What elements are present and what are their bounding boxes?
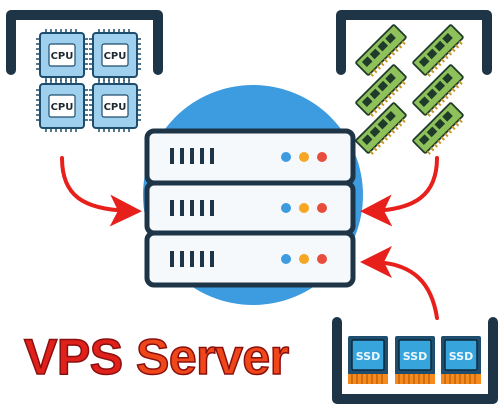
ssd-drive-icon: SSD [348,336,388,384]
cpu-label: CPU [104,51,127,62]
arrow-cpu-to-server [60,156,142,227]
cpu-label: CPU [104,102,127,113]
ram-module-icon [355,102,407,155]
ssd-drive-icon: SSD [441,336,481,384]
ram-module-icon [355,64,407,117]
title-word-server: Server [135,329,290,385]
title-word-vps: VPS [23,329,124,385]
server-unit [144,180,356,236]
arrow-ram-to-server [360,156,439,227]
server-unit [144,128,356,186]
cpu-chip-icon: CPU [36,29,88,81]
cpu-label: CPU [51,51,74,62]
ram-bracket [336,10,492,75]
ssd-label: SSD [356,350,380,363]
cpu-chip-icon: CPU [89,80,141,132]
ram-module-icon [355,24,407,77]
server-rack-icon [144,128,356,288]
ssd-label: SSD [403,350,427,363]
cpu-bracket [6,10,163,75]
arrow-ssd-to-server [360,246,439,320]
ssd-bracket [332,317,498,404]
cpu-chip-icon: CPU [36,80,88,132]
server-unit [144,230,356,288]
ssd-label: SSD [449,350,473,363]
ssd-drive-icon: SSD [395,336,435,384]
ram-module-icon [412,24,464,77]
cpu-chip-icon: CPU [89,29,141,81]
ram-module-icon [412,102,464,155]
diagram-title: VPS Server [23,329,290,385]
ram-module-icon [412,64,464,117]
cpu-label: CPU [51,102,74,113]
